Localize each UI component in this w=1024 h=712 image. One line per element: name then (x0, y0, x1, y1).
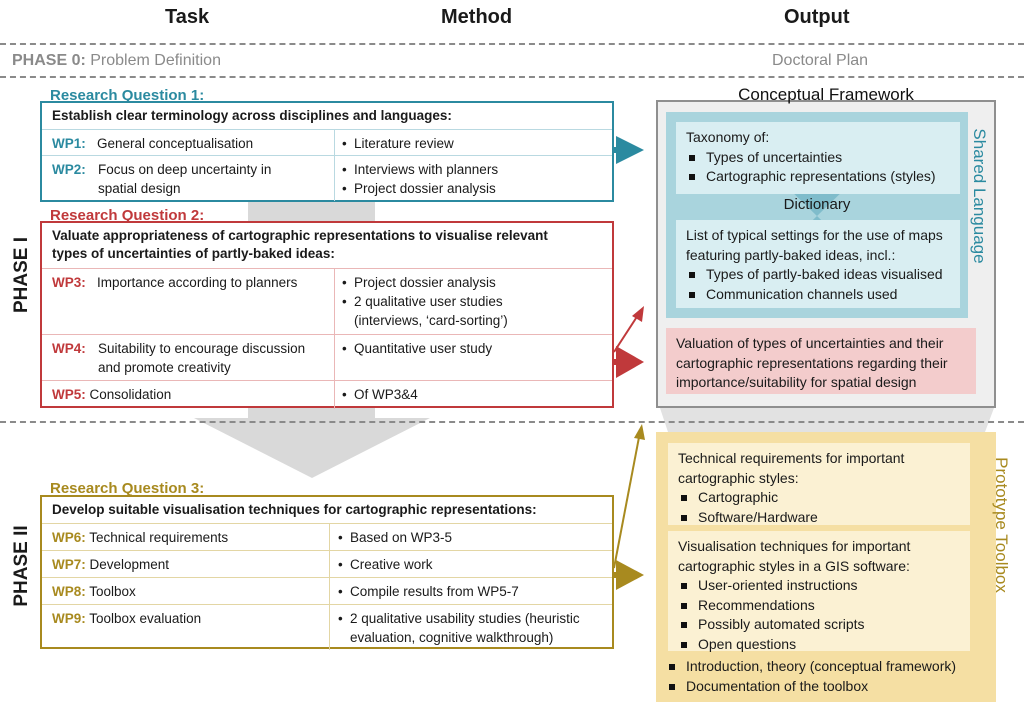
shared-language-label: Shared Language (970, 128, 989, 264)
dictionary-label: Dictionary (783, 196, 851, 213)
table-row: WP7: Development Creative work (42, 550, 612, 578)
table-row: WP3: Importance according to planners Pr… (42, 268, 612, 335)
table-row: WP5: Consolidation Of WP3&4 (42, 380, 612, 409)
table-row: WP8: Toolbox Compile results from WP5-7 (42, 577, 612, 605)
rq3-arrow (614, 560, 644, 590)
rq1-label: Research Question 1: (50, 87, 205, 104)
toolbox-extra-list: Introduction, theory (conceptual framewo… (656, 654, 986, 702)
rq3-label: Research Question 3: (50, 480, 205, 497)
divider-phase1 (0, 421, 1024, 423)
table-row: WP1: General conceptualisation Literatur… (42, 129, 612, 156)
rq2-arrow (614, 346, 644, 378)
header-method: Method (441, 6, 513, 28)
phase0-label: PHASE 0: Problem Definition (12, 52, 221, 69)
conceptual-framework-title: Conceptual Framework (738, 85, 914, 104)
table-row: WP6: Technical requirements Based on WP3… (42, 523, 612, 551)
rq1-title: Establish clear terminology across disci… (52, 108, 452, 123)
valuation-panel: Valuation of types of uncertainties and … (666, 328, 976, 394)
rq3-title: Develop suitable visualisation technique… (52, 502, 537, 517)
divider-phase0 (0, 76, 1024, 78)
vis-techniques-panel: Visualisation techniques for important c… (668, 531, 970, 652)
header-task: Task (165, 6, 210, 28)
tech-requirements-panel: Technical requirements for important car… (668, 443, 970, 525)
divider-top (0, 43, 1024, 45)
rq2-box: Valuate appropriateness of cartographic … (40, 221, 614, 409)
table-row: WP2:Focus on deep uncertainty in spatial… (42, 155, 612, 201)
doctoral-plan: Doctoral Plan (772, 52, 869, 69)
rq1-arrow (614, 136, 644, 164)
rq1-box: Establish clear terminology across disci… (40, 101, 614, 202)
rq2-label: Research Question 2: (50, 207, 205, 224)
rq2-diagonal-arrow (613, 311, 641, 353)
header-output: Output (784, 6, 850, 28)
rq3-box: Develop suitable visualisation technique… (40, 495, 614, 650)
table-row: WP9: Toolbox evaluation 2 qualitative us… (42, 604, 612, 650)
rq3-diagonal-arrow (613, 431, 641, 569)
table-row: WP4:Suitability to encourage discussion … (42, 334, 612, 381)
settings-panel: List of typical settings for the use of … (676, 220, 960, 308)
prototype-toolbox-label: Prototype Toolbox (992, 457, 1011, 593)
rq2-title: Valuate appropriateness of cartographic … (52, 228, 548, 261)
